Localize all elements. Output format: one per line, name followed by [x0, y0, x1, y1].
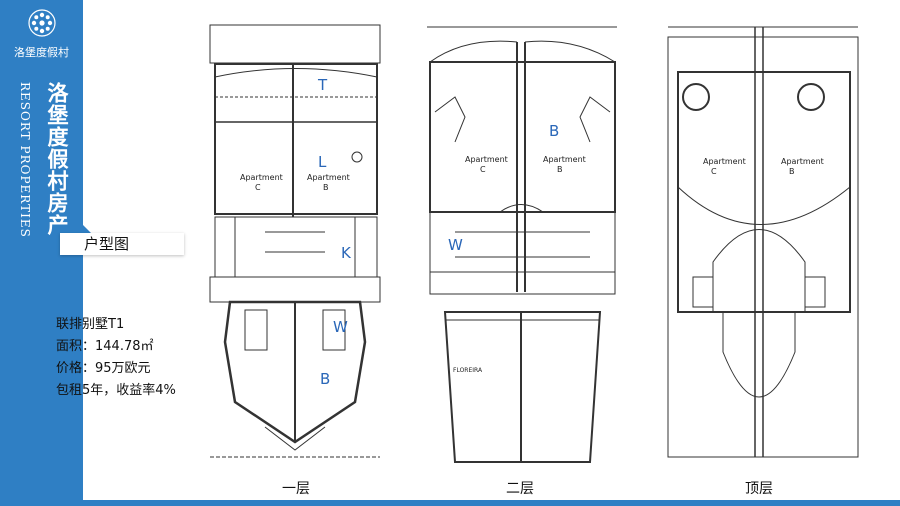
f3-room-label-b-apt: Apartment [781, 157, 824, 166]
brand-logo: 洛堡度假村 [0, 8, 83, 60]
brand-name: 洛堡度假村 [14, 46, 69, 59]
f2-marker-w: W [448, 236, 463, 254]
floor-plan-2: Apartment C Apartment B FLOREIRA [425, 22, 620, 472]
property-info: 联排别墅T1 面积：144.78㎡ 价格：95万欧元 包租5年，收益率4% [56, 314, 176, 402]
f1-marker-k: K [341, 244, 351, 262]
f1-room-label-c: C [255, 183, 261, 192]
vertical-title-cn: 洛堡度假村房产 [45, 82, 70, 236]
property-lease: 包租5年，收益率4% [56, 383, 176, 398]
flower-logo-icon [27, 9, 56, 37]
f1-room-label-b-apt: Apartment [307, 173, 350, 182]
bottom-accent-bar [0, 500, 900, 506]
f1-marker-l: L [318, 153, 327, 171]
vertical-title-en: RESORT PROPERTIES [18, 82, 32, 238]
floor-plan-roof: Apartment C Apartment B [663, 22, 863, 472]
f2-room-label-a: Apartment [465, 155, 508, 164]
f3-room-label-b: B [789, 167, 795, 176]
f2-room-label-floreira: FLOREIRA [453, 367, 483, 374]
f2-room-label-b-apt: Apartment [543, 155, 586, 164]
floor-label-1: 一层 [282, 481, 310, 497]
f1-marker-w: W [333, 318, 348, 336]
f2-room-label-c: C [480, 165, 486, 174]
property-name: 联排别墅T1 [56, 317, 125, 332]
property-area: 面积：144.78㎡ [56, 339, 154, 354]
property-price: 价格：95万欧元 [56, 361, 151, 376]
f1-room-label-a: Apartment [240, 173, 283, 182]
floor-label-2: 二层 [506, 481, 534, 497]
floor-label-roof: 顶层 [745, 481, 773, 497]
f2-room-label-b: B [557, 165, 563, 174]
floor-plan-1: Apartment C Apartment B [205, 22, 385, 472]
f3-room-label-c: C [711, 167, 717, 176]
f3-room-label-a: Apartment [703, 157, 746, 166]
f2-marker-b: B [549, 122, 560, 140]
f1-marker-b: B [320, 370, 331, 388]
section-title: 户型图 [60, 233, 184, 255]
f1-marker-t: T [318, 76, 328, 94]
f1-room-label-b: B [323, 183, 329, 192]
